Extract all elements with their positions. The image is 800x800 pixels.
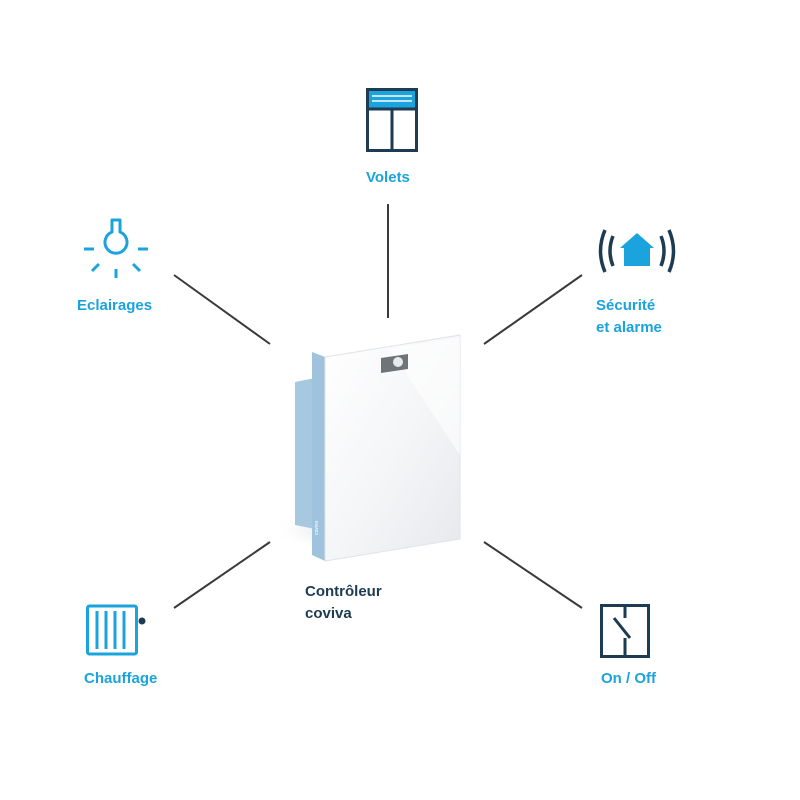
- connector-chauffage: [173, 541, 271, 609]
- shutter-icon: [366, 88, 418, 157]
- connector-eclairages: [173, 274, 271, 345]
- coviva-controller-device: coviva: [280, 334, 461, 562]
- label-onoff: On / Off: [601, 670, 656, 687]
- center-label-line1: Contrôleur: [305, 583, 382, 600]
- label-eclairages: Eclairages: [77, 297, 153, 314]
- svg-text:coviva: coviva: [314, 521, 320, 535]
- connector-securite: [483, 274, 583, 345]
- center-label: Contrôleur coviva: [305, 581, 382, 625]
- label-securite-line2: et alarme: [596, 319, 662, 336]
- switch-icon: [600, 604, 650, 663]
- light-bulb-icon: [82, 216, 150, 285]
- label-chauffage: Chauffage: [84, 670, 158, 687]
- label-securite: Sécurité et alarme: [596, 295, 662, 339]
- connector-onoff: [483, 541, 583, 609]
- label-volets: Volets: [366, 169, 410, 186]
- center-label-line2: coviva: [305, 605, 352, 622]
- radiator-icon: [86, 604, 150, 661]
- home-alarm-icon: [596, 226, 678, 281]
- label-securite-line1: Sécurité: [596, 297, 656, 314]
